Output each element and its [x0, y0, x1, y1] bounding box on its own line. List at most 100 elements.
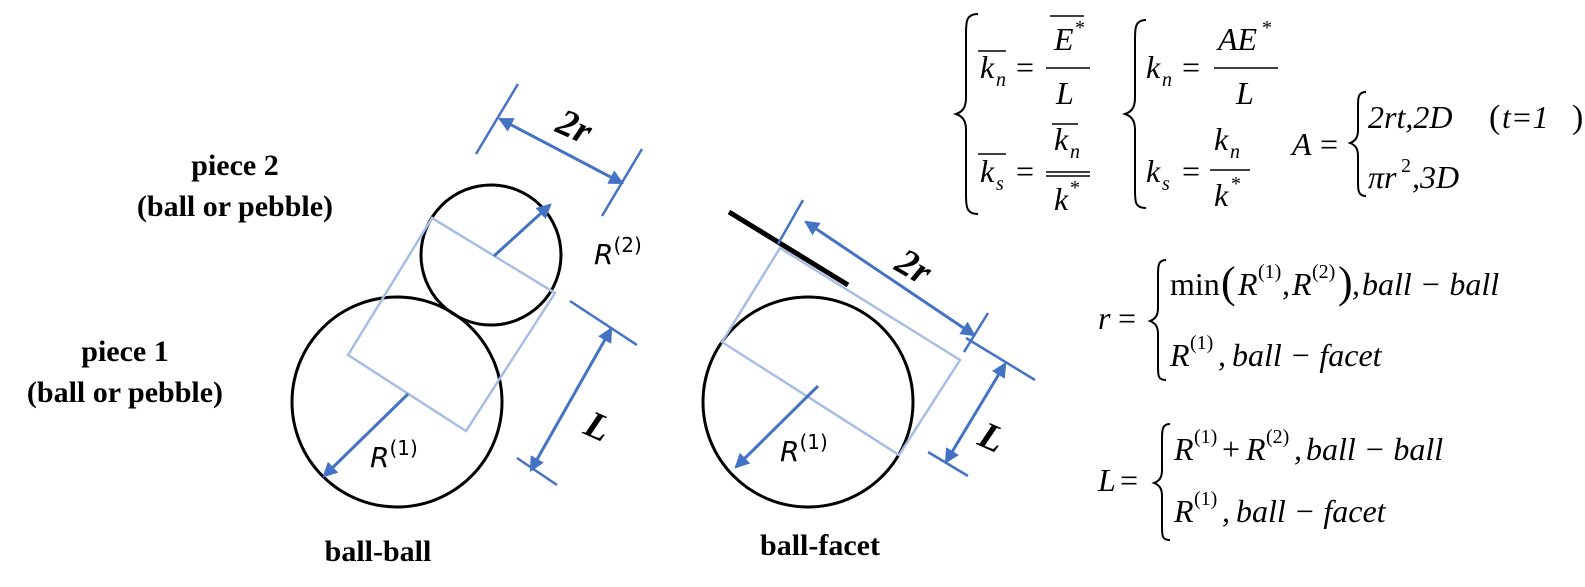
dim-2r-label: 2r — [549, 100, 599, 153]
svg-text:n: n — [1230, 141, 1240, 163]
svg-text:=: = — [1182, 153, 1200, 189]
svg-text:=: = — [1118, 300, 1136, 336]
piece-1-subtitle: (ball or pebble) — [26, 375, 224, 409]
svg-text:s: s — [1162, 173, 1170, 195]
svg-text:): ) — [1338, 258, 1353, 307]
svg-text:R: R — [1237, 266, 1258, 302]
svg-text:A: A — [1290, 126, 1312, 162]
svg-text:k: k — [1146, 49, 1161, 85]
facet-dim-2r-ext-left — [776, 199, 805, 245]
ball-facet-circle — [701, 295, 915, 509]
facet-dim-L-ext-bottom — [927, 450, 969, 478]
ball-ball-caption: ball-ball — [324, 535, 432, 568]
equation-stiffness: k n = AE * L k s = k n k * — [1121, 17, 1278, 213]
svg-text:*: * — [1075, 17, 1085, 39]
svg-text:R: R — [1291, 266, 1312, 302]
svg-text:,: , — [1222, 493, 1230, 529]
dim-L-label: L — [577, 402, 616, 450]
svg-text:R: R — [1173, 431, 1194, 467]
svg-text:k: k — [980, 153, 995, 189]
svg-text:k: k — [1054, 181, 1069, 217]
ball-1-circle — [290, 295, 504, 509]
svg-text:s: s — [996, 173, 1004, 195]
facet-dim-L-arrow — [944, 362, 1007, 464]
facet-radius-arrow — [734, 384, 820, 469]
svg-text:(: ( — [1489, 99, 1500, 136]
svg-text:R: R — [1245, 431, 1266, 467]
svg-text:ball − facet: ball − facet — [1232, 337, 1383, 373]
equation-r: r = min ( R (1) , R (2) ) , ball − ball … — [1098, 258, 1499, 381]
svg-text:): ) — [1572, 99, 1583, 136]
svg-text:,: , — [1282, 266, 1290, 302]
svg-text:,3D: ,3D — [1412, 159, 1459, 195]
svg-text:min: min — [1170, 266, 1220, 302]
svg-text:E: E — [1053, 21, 1074, 57]
svg-text:*: * — [1231, 173, 1241, 195]
svg-text:k: k — [1146, 153, 1161, 189]
dim-L-ext-top — [569, 299, 638, 347]
svg-text:(1): (1) — [1258, 261, 1281, 283]
svg-text:πr: πr — [1368, 159, 1397, 195]
svg-text:R: R — [1169, 337, 1190, 373]
contact-cylinder-box — [346, 216, 557, 433]
brace-icon — [952, 13, 979, 215]
svg-text:,: , — [1218, 337, 1226, 373]
svg-text:(1): (1) — [1194, 488, 1217, 510]
svg-text:k: k — [1214, 121, 1229, 157]
facet-line — [727, 209, 850, 288]
svg-text:ball − ball: ball − ball — [1362, 266, 1499, 302]
svg-text:*: * — [1070, 177, 1080, 199]
ball-facet-figure: 2r L R(1) — [701, 199, 1036, 509]
svg-text:=: = — [1016, 49, 1034, 85]
svg-text:2: 2 — [1401, 155, 1411, 177]
svg-text:L: L — [1055, 75, 1074, 111]
equation-normalized-stiffness: k n = E * L k s = k n k * — [952, 13, 1090, 217]
svg-text:k: k — [980, 49, 995, 85]
svg-text:=: = — [1016, 153, 1034, 189]
svg-text:n: n — [996, 69, 1006, 91]
facet-radius-label: R(1) — [780, 430, 828, 468]
svg-text:k: k — [1054, 121, 1069, 157]
radius-1-arrow — [322, 392, 410, 478]
svg-text:L: L — [1097, 462, 1116, 498]
svg-text:(2): (2) — [1266, 426, 1289, 448]
svg-text:(2): (2) — [1312, 261, 1335, 283]
piece-2-subtitle: (ball or pebble) — [136, 189, 334, 223]
brace-icon — [1151, 423, 1171, 541]
svg-text:ball − facet: ball − facet — [1236, 493, 1387, 529]
radius-2-arrow — [492, 203, 552, 258]
svg-text:L: L — [1235, 75, 1254, 111]
facet-dim-2r-arrow — [804, 220, 976, 337]
dim-2r-arrow — [498, 117, 624, 185]
svg-text:t=1: t=1 — [1502, 99, 1548, 135]
ball-facet-caption: ball-facet — [760, 529, 880, 562]
brace-icon — [1347, 91, 1367, 197]
dim-2r-ext-left — [474, 83, 520, 155]
svg-text:R: R — [1173, 493, 1194, 529]
svg-text:*: * — [1262, 17, 1272, 39]
equation-L: L = R (1) + R (2) , ball − ball R (1) , … — [1097, 423, 1443, 541]
facet-dim-L-label: L — [971, 413, 1010, 461]
radius-2-label: R(2) — [594, 233, 642, 271]
brace-icon — [1121, 19, 1147, 209]
svg-text:AE: AE — [1216, 21, 1258, 57]
svg-text:,: , — [1352, 266, 1360, 302]
svg-text:n: n — [1162, 69, 1172, 91]
svg-text:=: = — [1182, 49, 1200, 85]
piece-2-label: piece 2 (ball or pebble) — [110, 146, 360, 227]
equation-area: A = 2rt,2D ( t=1 ) πr 2 ,3D — [1290, 91, 1583, 197]
svg-text:(1): (1) — [1190, 332, 1213, 354]
svg-text:=: = — [1320, 126, 1338, 162]
piece-1-title: piece 1 — [81, 335, 169, 368]
dim-L-arrow — [529, 327, 613, 472]
svg-text:+: + — [1222, 431, 1240, 467]
svg-text:(: ( — [1221, 258, 1236, 307]
brace-icon — [1147, 259, 1167, 381]
piece-1-label: piece 1 (ball or pebble) — [0, 332, 250, 413]
facet-dim-L-ext-top — [965, 336, 1036, 382]
svg-text:k: k — [1214, 177, 1229, 213]
svg-text:ball − ball: ball − ball — [1306, 431, 1443, 467]
svg-text:=: = — [1120, 462, 1138, 498]
